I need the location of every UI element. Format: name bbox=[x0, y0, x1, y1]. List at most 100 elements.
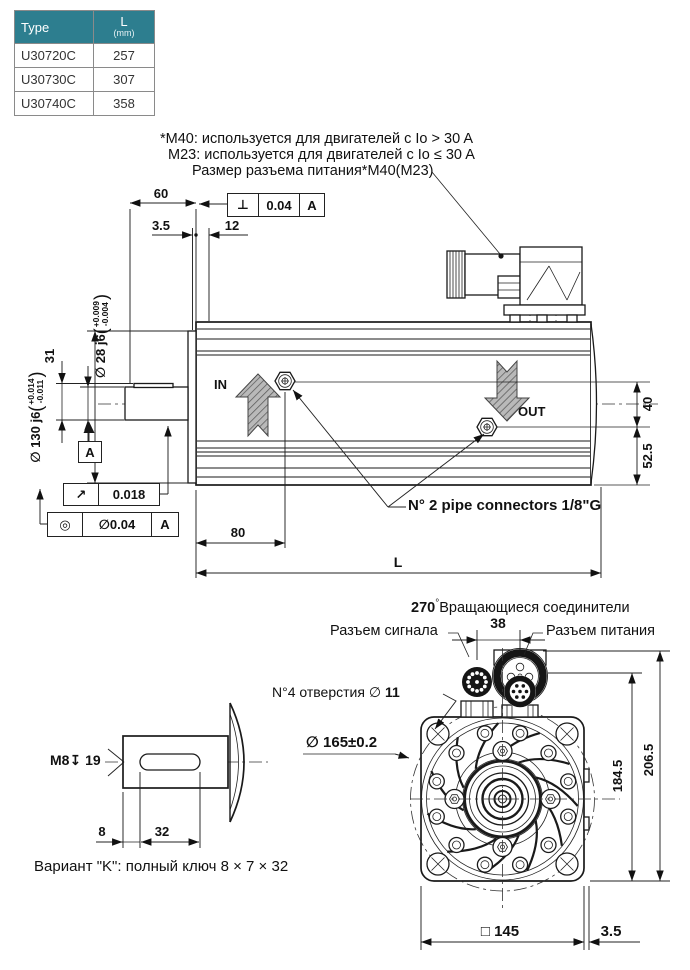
perpendicularity-frame: ⊥ 0.04 A bbox=[227, 193, 325, 217]
power-connector-side bbox=[446, 246, 586, 323]
cell-l-2: 358 bbox=[93, 91, 155, 116]
pipe-leader-1 bbox=[292, 389, 389, 508]
runout-frame: ↗ 0.018 bbox=[63, 483, 160, 506]
cell-type-0: U30720C bbox=[14, 43, 94, 68]
dim-60 bbox=[129, 199, 197, 383]
m8-leader bbox=[107, 748, 125, 777]
dim-52-5-text: 52.5 bbox=[639, 443, 655, 469]
output-shaft bbox=[124, 386, 189, 421]
dim-3-5-12 bbox=[152, 228, 248, 330]
rotating-text: Вращающиеся соединители bbox=[439, 599, 630, 616]
cooling-fins bbox=[197, 328, 590, 478]
dim-3-5-front-text: 3.5 bbox=[600, 923, 622, 940]
dim-80-text: 80 bbox=[230, 525, 246, 540]
datum-a-leader bbox=[83, 421, 95, 441]
dim-3-5-text: 3.5 bbox=[151, 218, 171, 233]
table-row: U30720C 257 bbox=[14, 43, 155, 68]
holes-dia-value: 11 bbox=[384, 684, 400, 700]
m8-thread-label: M8↧ 19 bbox=[50, 752, 101, 769]
shaft-dia-label: ∅ 28 j6(+0.009-0.004) bbox=[90, 294, 111, 378]
dim-40-52-5 bbox=[294, 381, 650, 486]
table-header-row: Type L (mm) bbox=[14, 10, 155, 44]
dim-32-text: 32 bbox=[154, 824, 170, 839]
table-header-l-unit: (mm) bbox=[113, 28, 135, 39]
cell-type-2: U30740C bbox=[14, 91, 94, 116]
power-label-leader bbox=[523, 632, 543, 656]
pilot-leader bbox=[303, 751, 410, 759]
flange-tol-minus: -0.011 bbox=[35, 379, 45, 404]
table-row: U30730C 307 bbox=[14, 67, 155, 92]
note-m40: *M40: используется для двигателей с Io >… bbox=[160, 131, 474, 147]
variant-k-caption: Вариант "K": полный ключ 8 × 7 × 32 bbox=[34, 858, 289, 875]
detail-keyway bbox=[139, 753, 201, 771]
table-header-type: Type bbox=[14, 10, 94, 44]
perpendicularity-icon: ⊥ bbox=[228, 194, 259, 216]
dim-12-text: 12 bbox=[224, 218, 240, 233]
out-label: OUT bbox=[518, 404, 546, 419]
dim-184-5-text: 184.5 bbox=[609, 759, 625, 793]
square-symbol: □ bbox=[480, 923, 490, 940]
front-flange bbox=[187, 330, 197, 484]
m8-text: M8 bbox=[50, 752, 70, 768]
shaft-key bbox=[133, 382, 174, 389]
dim-38 bbox=[452, 630, 545, 660]
connector-note-leader bbox=[431, 171, 501, 255]
perpendicularity-datum: A bbox=[307, 197, 317, 213]
holes-text: N°4 отверстия bbox=[272, 684, 365, 700]
note-power-size: Размер разъема питания*M40(M23) bbox=[192, 163, 434, 179]
depth-value: 19 bbox=[85, 752, 101, 768]
pilot-dia-label: ∅ 165±0.2 bbox=[306, 734, 378, 751]
dim-206-5-text: 206.5 bbox=[640, 743, 656, 777]
pipe-leader-2 bbox=[387, 433, 485, 508]
table-header-l: L (mm) bbox=[93, 10, 155, 44]
holes-label: N°4 отверстия ∅ 11 bbox=[272, 684, 400, 701]
pipe-fitting-out bbox=[476, 417, 498, 437]
cell-l-0: 257 bbox=[93, 43, 155, 68]
pipe-connectors-note: N° 2 pipe connectors 1/8"G bbox=[408, 497, 602, 514]
datum-a-box: A bbox=[78, 441, 102, 463]
side-tab-lower bbox=[583, 816, 590, 831]
dim-184-5-206-5 bbox=[543, 650, 670, 882]
leader-dot bbox=[498, 253, 504, 259]
flange-dia-label: ∅ 130 j6(+0.014-0.011) bbox=[25, 371, 46, 463]
dim-145-3-5 bbox=[420, 886, 640, 950]
power-connector-front bbox=[492, 648, 548, 718]
shaft-dia-value: ∅ 28 j6 bbox=[93, 334, 108, 378]
corner-holes bbox=[426, 722, 579, 876]
dim-L-text: L bbox=[393, 554, 403, 570]
dim-145-text: □ 145 bbox=[455, 923, 545, 940]
dim-40-text: 40 bbox=[639, 396, 655, 412]
side-tab-upper bbox=[583, 768, 590, 783]
motor-end-cap bbox=[590, 323, 598, 484]
signal-label-leader bbox=[448, 632, 470, 658]
concentricity-value: ∅0.04 bbox=[83, 513, 152, 536]
signal-connector bbox=[460, 667, 494, 718]
table-header-l-label: L bbox=[120, 14, 128, 30]
dim-shaft-dia bbox=[80, 366, 124, 441]
concentricity-frame: ◎ ∅0.04 A bbox=[47, 512, 179, 537]
dim-8-32 bbox=[96, 772, 201, 848]
datum-a-label: A bbox=[85, 444, 95, 460]
flange-dia-value: ∅ 130 j6 bbox=[28, 411, 43, 463]
concentricity-datum: A bbox=[160, 517, 170, 532]
pipe-fitting-in bbox=[274, 371, 296, 391]
in-label: IN bbox=[214, 377, 227, 392]
concentricity-icon: ◎ bbox=[48, 513, 83, 536]
signal-connector-label: Разъем сигнала bbox=[330, 623, 438, 639]
out-flow-arrow bbox=[483, 359, 531, 422]
cell-type-1: U30730C bbox=[14, 67, 94, 92]
concentricity-leader bbox=[40, 489, 47, 525]
dim-38-text: 38 bbox=[490, 615, 506, 631]
note-m23: M23: используется для двигателей с Io ≤ … bbox=[168, 147, 475, 163]
dim-8-text: 8 bbox=[98, 824, 106, 839]
depth-icon: ↧ bbox=[69, 752, 82, 768]
table-row: U30740C 358 bbox=[14, 91, 155, 116]
angle-270: 270 bbox=[411, 599, 436, 616]
type-table: Type L (mm) U30720C 257 U30730C 307 U307… bbox=[14, 10, 155, 116]
diameter-icon: ∅ bbox=[368, 684, 382, 700]
ring-bolts bbox=[428, 725, 577, 873]
shaft-detail-view bbox=[96, 702, 268, 848]
dim-60-text: 60 bbox=[153, 186, 169, 201]
rotating-connectors-label: 270°Вращающиеся соединители bbox=[411, 599, 630, 616]
